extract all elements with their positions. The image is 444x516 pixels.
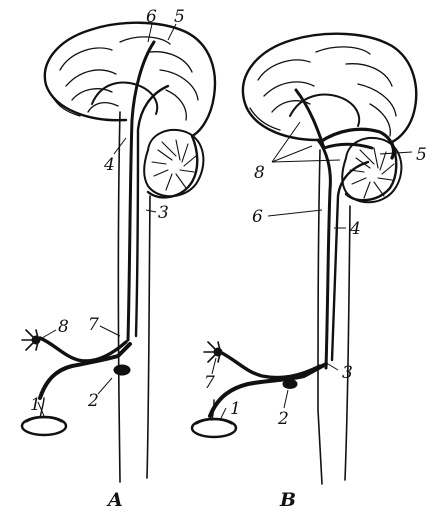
panel-b-nerve-ending	[204, 342, 222, 362]
panel-b-leader-2	[284, 390, 288, 408]
panel-a-label-2: 2	[87, 391, 99, 411]
panel-b-leader-7	[212, 358, 216, 374]
panel-b-leader-8c	[272, 160, 340, 162]
panel-a-label-6: 6	[146, 7, 157, 27]
panel-a-caption: A	[106, 489, 123, 511]
panel-b-label-1: 1	[230, 399, 241, 419]
panel-a-ganglion	[114, 365, 130, 375]
panel-b-corpus-callosum	[290, 95, 359, 126]
panel-a-label-8: 8	[58, 317, 69, 337]
panel-a-cerebellum-folia	[152, 140, 196, 190]
panel-a-leader-7	[100, 326, 120, 336]
panel-b-leader-1	[220, 408, 226, 420]
panel-a-leader-3	[146, 210, 156, 212]
panel-b-receptor	[192, 419, 236, 437]
panel-b-label-5: 5	[416, 145, 427, 165]
panel-a-spinal-cord	[118, 112, 150, 482]
panel-a-nerve-ending	[22, 330, 40, 350]
panel-a-receptor	[22, 417, 66, 435]
panel-a-label-7: 7	[88, 315, 99, 335]
panel-b-caption: B	[279, 489, 296, 511]
panel-b-label-4: 4	[349, 219, 361, 239]
panel-b-label-8: 8	[254, 163, 265, 183]
panel-b-label-7: 7	[204, 373, 215, 393]
panel-b-label-6: 6	[252, 207, 263, 227]
panel-a-label-3: 3	[158, 203, 169, 223]
panel-a-label-4: 4	[103, 155, 115, 175]
panel-a-label-5: 5	[174, 7, 185, 27]
panel-a: 6 5 4 3 7 8 2 1 A	[22, 7, 215, 511]
panel-b-leader-6	[268, 210, 322, 216]
panel-b-leader-3	[328, 364, 338, 370]
panel-b-nerve-upper	[220, 352, 320, 378]
panel-b-label-2: 2	[277, 409, 289, 429]
panel-a-cortex-folds	[52, 37, 198, 120]
panel-a-label-1: 1	[30, 395, 41, 415]
panel-a-leader-8	[42, 330, 56, 338]
panel-b-ganglion	[283, 380, 297, 389]
panel-b-cortex-folds	[250, 47, 396, 136]
panel-b: 8 5 6 4 7 3 2 1 B	[192, 34, 427, 511]
panel-a-corpus-callosum	[92, 83, 157, 114]
panel-b-label-3: 3	[342, 363, 353, 383]
panel-a-leader-2	[98, 378, 112, 394]
